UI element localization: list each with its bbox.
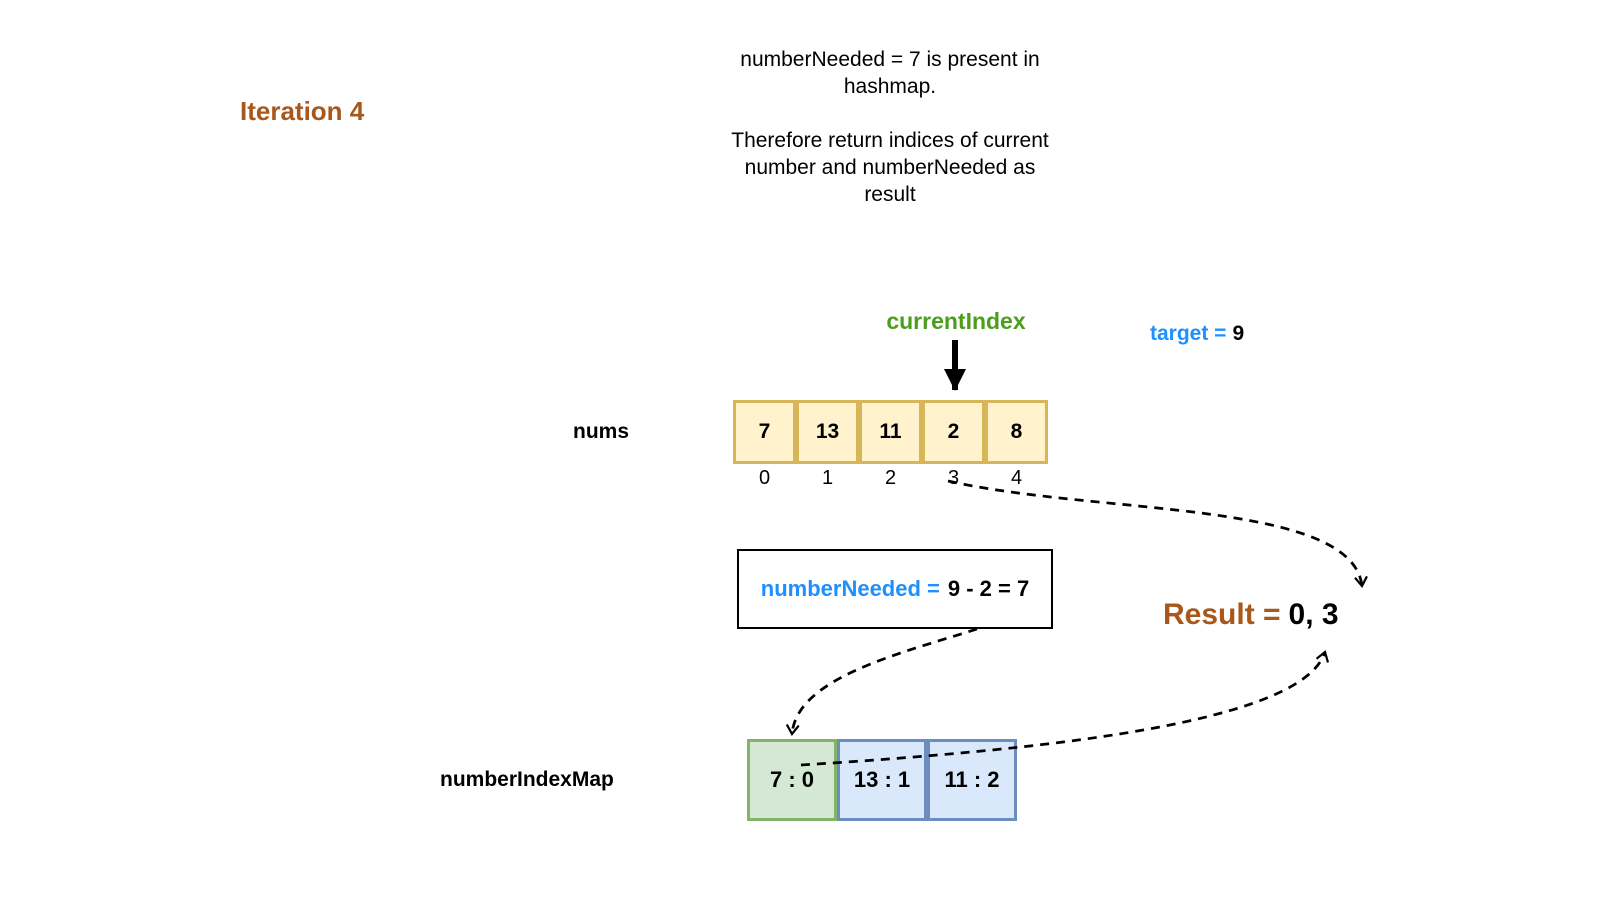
nums-index-3: 3 (947, 467, 960, 489)
nums-array: 7 13 11 2 8 (733, 400, 1048, 464)
number-needed-box: numberNeeded = 9 - 2 = 7 (737, 549, 1053, 629)
dashed-connector-numberneeded-to-map-icon (785, 627, 978, 736)
note-paragraph-2: Therefore return indices of current numb… (640, 127, 1140, 208)
note-line-4: number and numberNeeded as (744, 156, 1036, 179)
nums-cell-4: 8 (985, 400, 1048, 464)
target-line: target =9 (1150, 322, 1244, 346)
map-cell-7-0: 7 : 0 (747, 739, 837, 821)
iteration-title: Iteration 4 (240, 96, 365, 126)
nums-cell-0: 7 (733, 400, 796, 464)
nums-cell-1: 13 (796, 400, 859, 464)
number-index-map-label: numberIndexMap (440, 768, 614, 791)
nums-index-1: 1 (821, 467, 834, 489)
map-cell-11-2: 11 : 2 (927, 739, 1017, 821)
nums-index-2: 2 (884, 467, 897, 489)
current-index-label: currentIndex (886, 308, 1026, 334)
map-cell-13-1: 13 : 1 (837, 739, 927, 821)
note-line-3: Therefore return indices of current (731, 129, 1049, 152)
note-paragraph-1: numberNeeded = 7 is present in hashmap. (640, 46, 1140, 100)
result-label: Result = (1163, 598, 1281, 631)
explanation-note: numberNeeded = 7 is present in hashmap. … (640, 46, 1140, 208)
number-needed-label: numberNeeded = (760, 576, 940, 601)
result-value: 0, 3 (1288, 598, 1339, 631)
nums-index-row: 0 1 2 3 4 (733, 467, 1048, 490)
nums-index-0: 0 (758, 467, 771, 489)
note-line-1: numberNeeded = 7 is present in (740, 48, 1040, 71)
result-line: Result =0, 3 (1163, 598, 1339, 632)
nums-index-4: 4 (1010, 467, 1023, 489)
target-value: 9 (1232, 322, 1245, 345)
number-index-map: 7 : 0 13 : 1 11 : 2 (747, 739, 1017, 821)
nums-cell-2: 11 (859, 400, 922, 464)
nums-cell-3: 2 (922, 400, 985, 464)
target-label: target = (1150, 322, 1227, 345)
nums-label: nums (573, 420, 630, 443)
note-line-5: result (864, 183, 916, 206)
number-needed-expression: 9 - 2 = 7 (947, 576, 1030, 601)
note-line-2: hashmap. (843, 75, 937, 98)
